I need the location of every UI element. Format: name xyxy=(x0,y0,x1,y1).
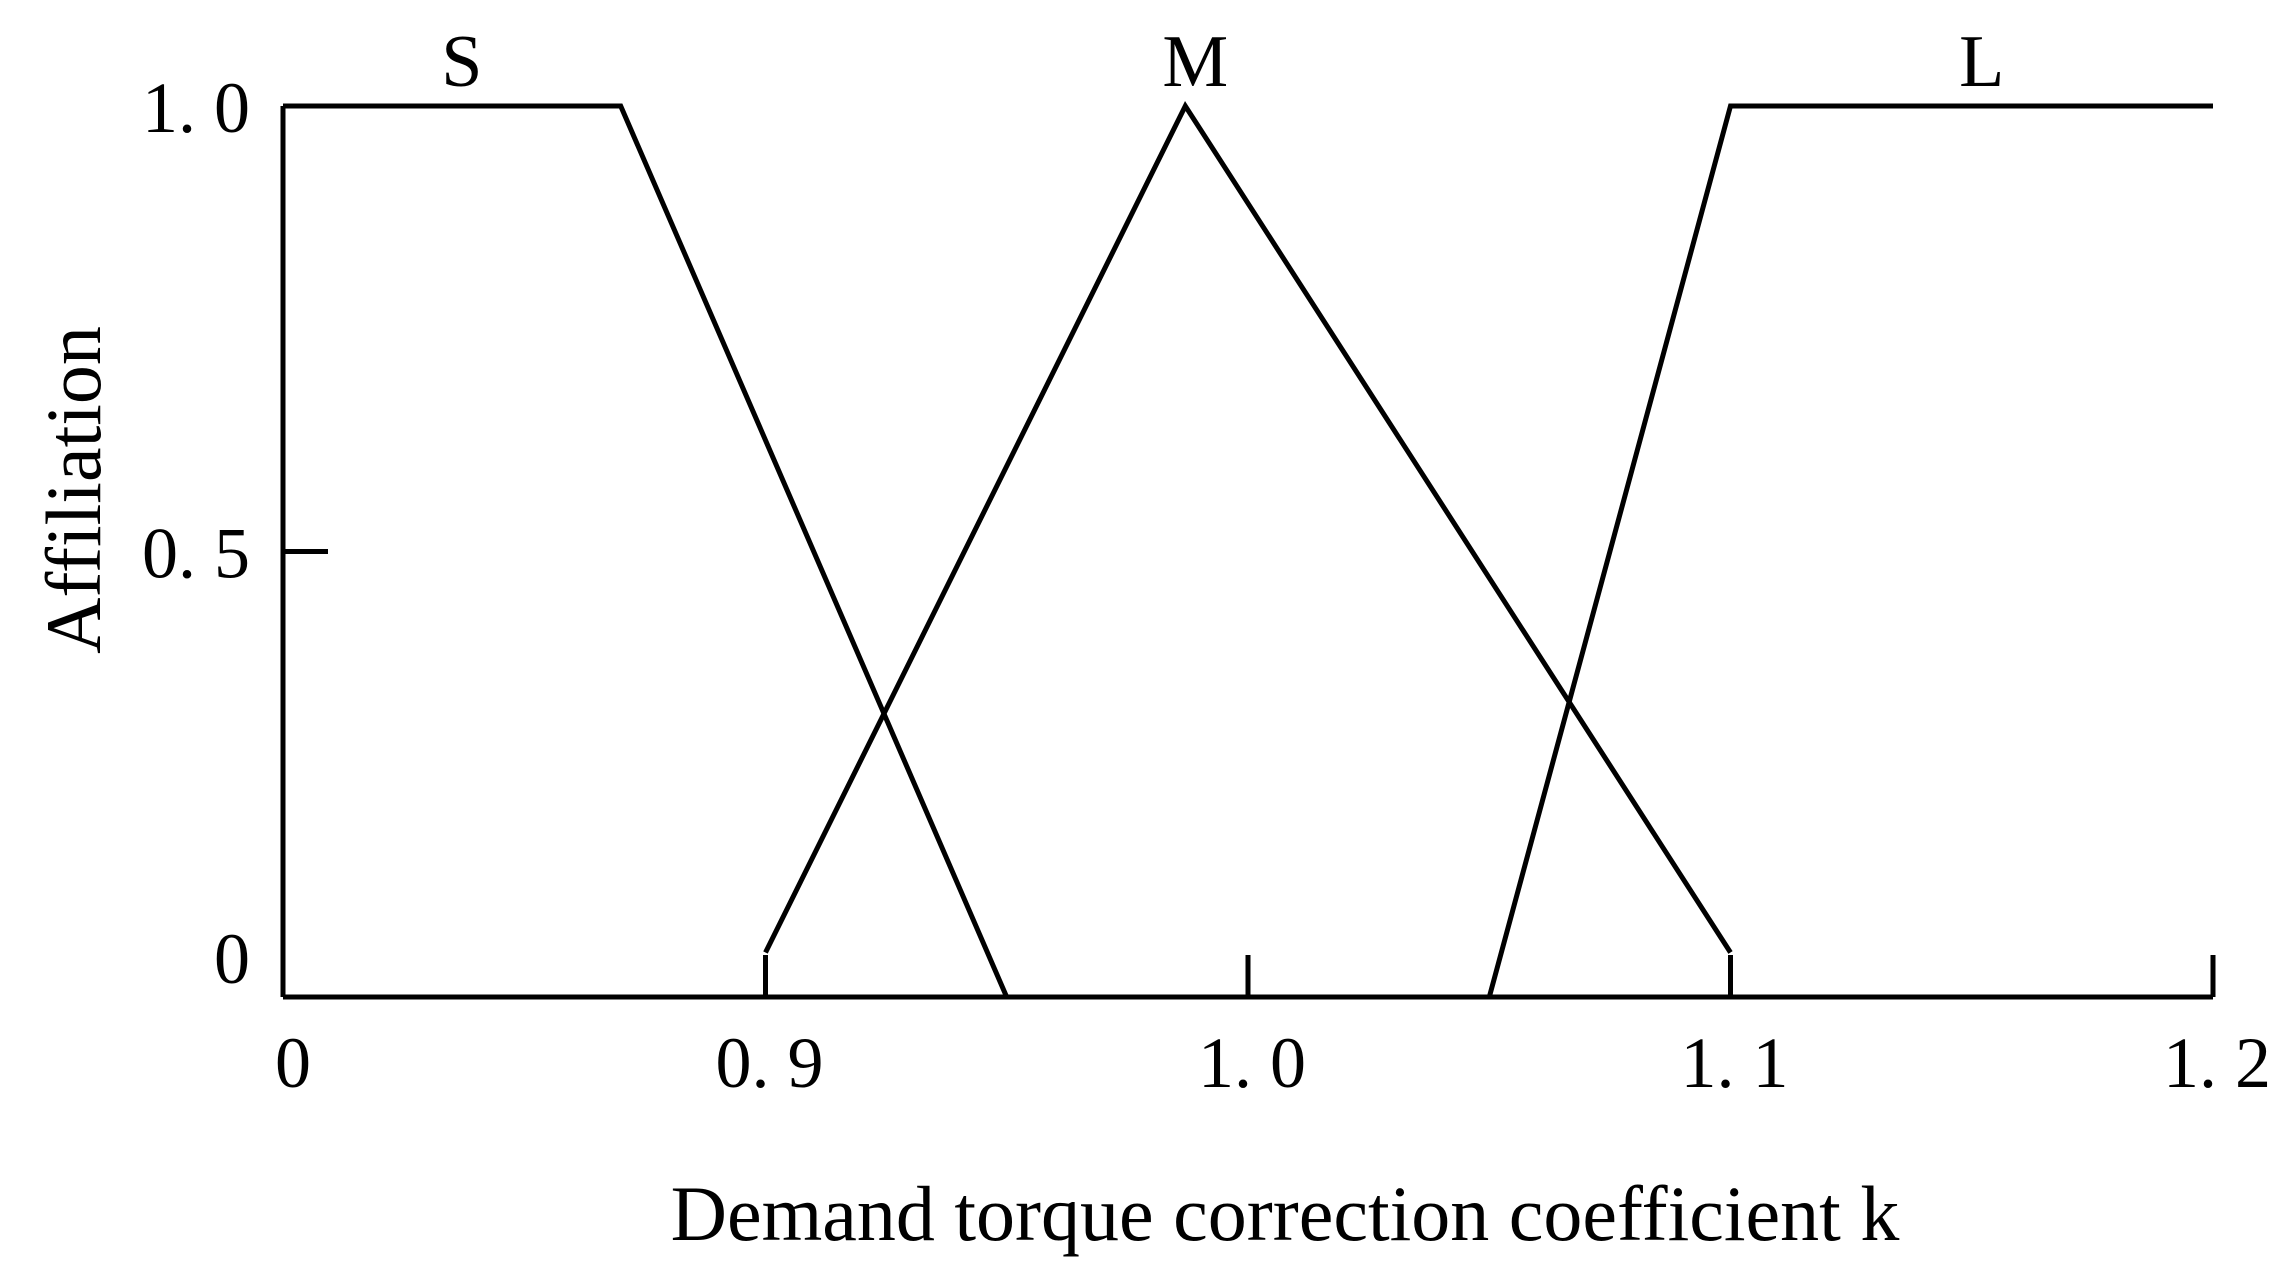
x-tick-label: 0. 9 xyxy=(716,1023,824,1103)
x-tick-label: 0 xyxy=(275,1023,311,1103)
axes xyxy=(280,106,2216,1000)
x-tick-label: 1. 2 xyxy=(2163,1023,2271,1103)
series-line-l xyxy=(1486,103,2213,998)
y-axis-title: Affiliation xyxy=(30,326,117,654)
y-tick-label: 0 xyxy=(214,919,250,999)
series-label-l: L xyxy=(1959,21,2004,103)
series-label-s: S xyxy=(441,21,482,103)
y-tick-label: 1. 0 xyxy=(142,68,250,148)
series-layer xyxy=(283,100,2213,998)
series-label-m: M xyxy=(1162,21,1228,103)
x-tick-label: 1. 1 xyxy=(1681,1023,1789,1103)
x-tick-label: 1. 0 xyxy=(1198,1023,1306,1103)
x-axis-title: Demand torque correction coefficient k xyxy=(671,1170,1900,1257)
labels-layer: 0 0. 9 1. 0 1. 1 1. 2 0 0. 5 1. 0 S M L xyxy=(142,21,2271,1103)
y-tick-label: 0. 5 xyxy=(142,514,250,594)
series-line-m xyxy=(763,100,1733,954)
series-line-s xyxy=(283,103,1009,998)
